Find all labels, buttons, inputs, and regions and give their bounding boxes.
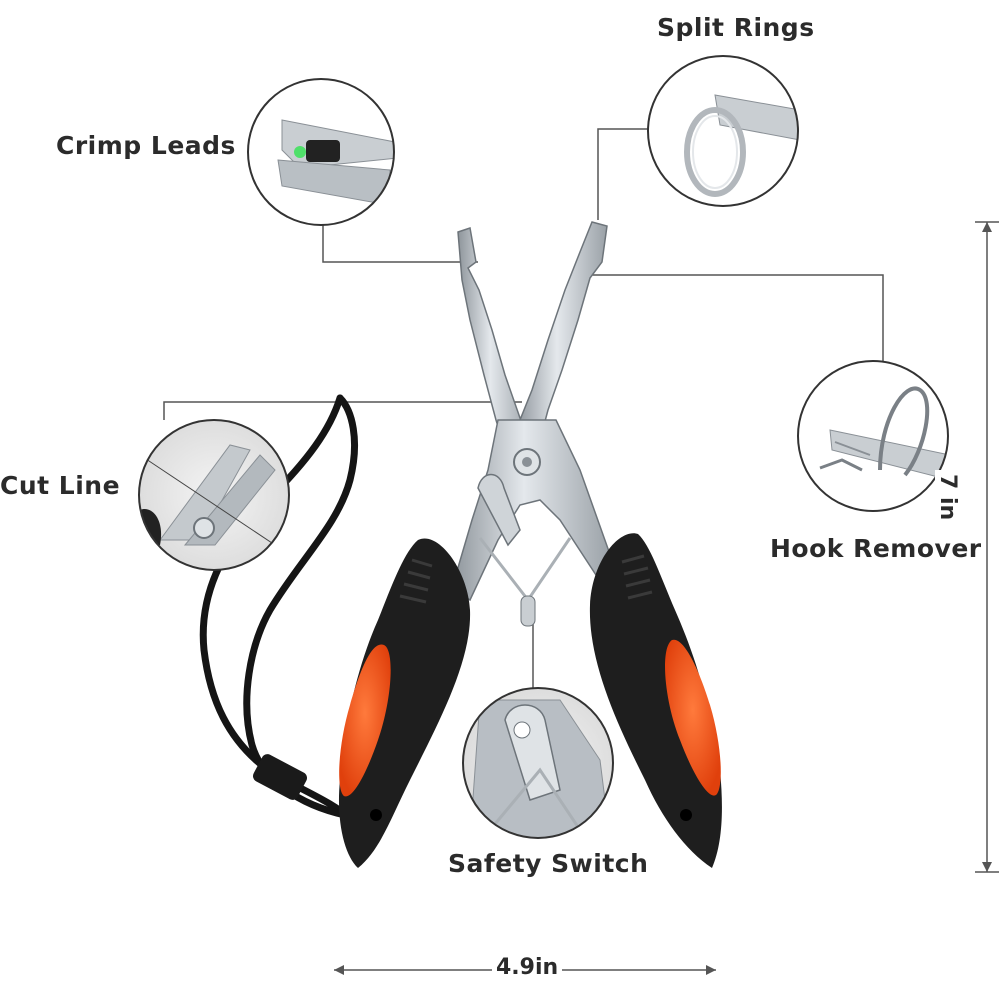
cut-line-label: Cut Line — [0, 471, 121, 500]
right-jaw — [515, 221, 608, 442]
right-handle — [589, 533, 722, 868]
split-rings-detail — [647, 55, 799, 207]
height-dimension-label: 7 in — [935, 470, 960, 525]
height-dimension-arrow — [975, 221, 999, 873]
crimp-leads-label: Crimp Leads — [56, 131, 236, 160]
left-handle — [338, 538, 471, 868]
pliers — [338, 221, 722, 868]
safety-switch-label: Safety Switch — [448, 849, 649, 878]
left-jaw — [457, 227, 531, 454]
safety-switch-detail — [462, 687, 614, 839]
hook-remover-detail — [797, 360, 949, 512]
leader-split — [597, 128, 648, 220]
left-grip — [339, 644, 391, 797]
crimp-leads-detail — [247, 78, 395, 226]
cut-line-detail — [138, 419, 290, 571]
split-rings-label: Split Rings — [657, 13, 815, 42]
width-dimension-label: 4.9in — [492, 955, 563, 980]
leader-lines — [163, 128, 884, 688]
leader-crimp — [322, 225, 478, 263]
right-grip — [665, 639, 721, 796]
lanyard — [199, 394, 359, 824]
leader-cut — [163, 401, 522, 420]
hook-remover-label: Hook Remover — [770, 534, 982, 563]
leader-hook — [592, 274, 884, 361]
